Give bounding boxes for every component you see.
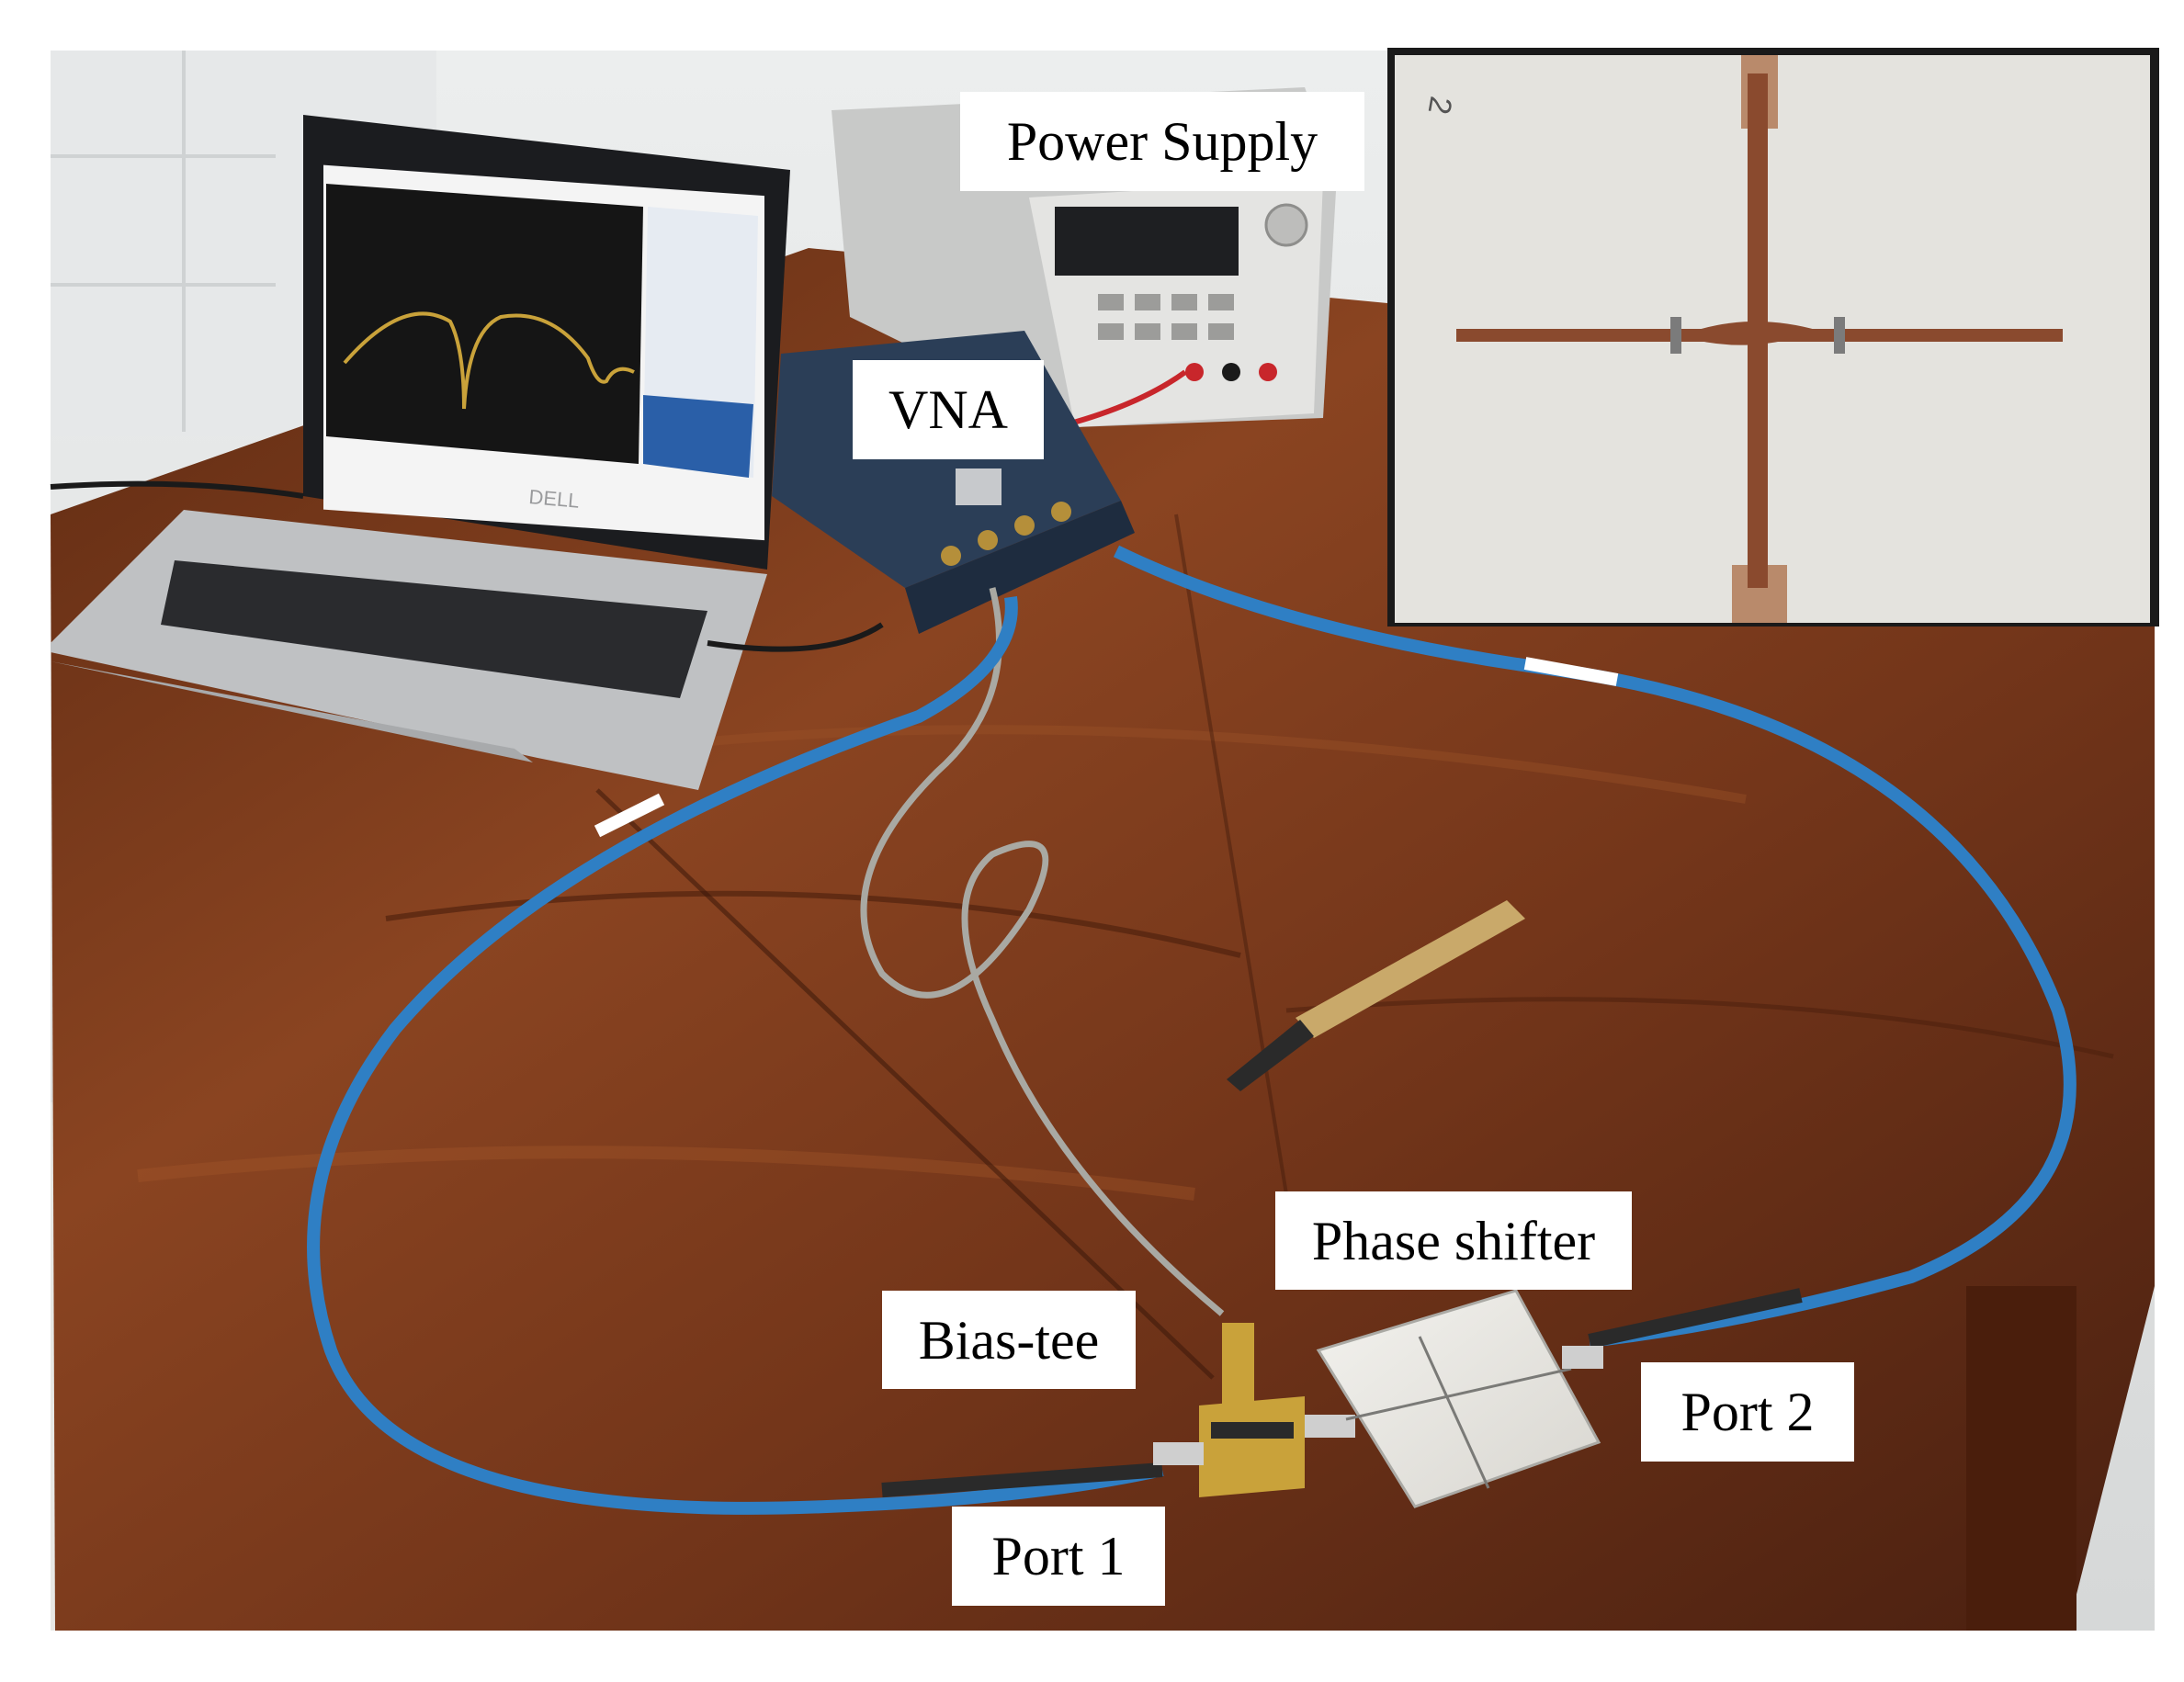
bias-tee-device [1153, 1323, 1355, 1497]
screwdriver [1227, 900, 1525, 1091]
cable-marker [1523, 657, 1619, 686]
label-vna: VNA [853, 360, 1044, 459]
coax-cable-port-1 [307, 596, 1164, 1515]
vna-trace-plot [326, 184, 643, 464]
cable-boot [881, 1462, 1163, 1497]
cable-marker [594, 793, 665, 838]
s-parameter-trace [343, 311, 635, 410]
label-port-1: Port 1 [952, 1507, 1165, 1606]
bias-dc-cable [860, 587, 1225, 1316]
label-port-2: Port 2 [1641, 1362, 1854, 1462]
laptop-brand-logo: DELL [528, 485, 581, 513]
label-power-supply: Power Supply [960, 92, 1364, 191]
laptop-cable [50, 480, 304, 499]
inset-photo-phase-shifter: 2 [1387, 48, 2159, 627]
label-phase-shifter: Phase shifter [1275, 1191, 1632, 1290]
cable-boot [1588, 1288, 1803, 1349]
usb-cable [707, 622, 884, 652]
coax-cable-port-2 [1113, 545, 2076, 1348]
laptop: DELL [51, 115, 790, 790]
label-bias-tee: Bias-tee [882, 1291, 1136, 1389]
phase-shifter-board [1316, 1289, 1603, 1508]
